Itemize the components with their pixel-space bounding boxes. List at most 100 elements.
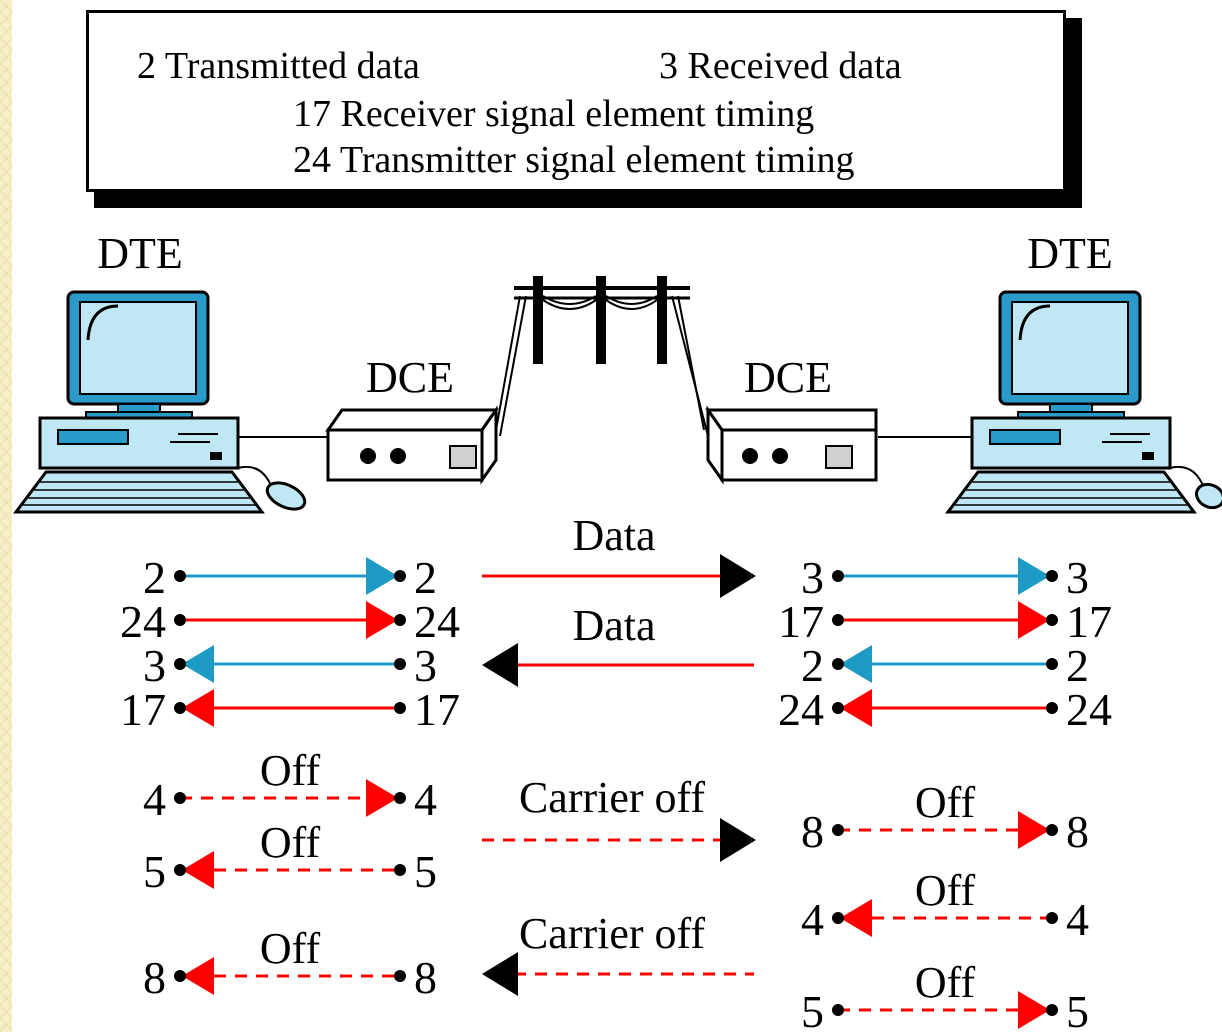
right-row-1-dot-a: [832, 614, 844, 626]
right-row-4-dot-b: [1046, 824, 1058, 836]
legend-pin-17: 17 Receiver signal element timing: [293, 93, 815, 135]
left-row-0-arrowhead: [366, 557, 398, 595]
right-row-3-dot-a: [832, 702, 844, 714]
left-row-1-pin-b: 24: [414, 596, 460, 647]
data-backward-label: Data: [572, 601, 655, 650]
right-row-4-pin-b: 8: [1066, 806, 1089, 857]
right-row-2-dot-b: [1046, 658, 1058, 670]
right-row-0-dot-b: [1046, 570, 1058, 582]
left-row-0-dot-a: [174, 570, 186, 582]
right-row-2-dot-a: [832, 658, 844, 670]
right-row-1-dot-b: [1046, 614, 1058, 626]
carrier-off-forward-label: Carrier off: [519, 773, 705, 822]
left-row-4-pin-a: 4: [143, 774, 166, 825]
left-row-6-dot-a: [174, 970, 186, 982]
left-row-2-pin-a: 3: [143, 640, 166, 691]
right-row-6-off-label: Off: [915, 958, 976, 1007]
left-computer-icon: [13, 290, 307, 514]
data-forward-arrowhead: [720, 554, 756, 598]
right-row-6-pin-b: 5: [1066, 986, 1089, 1032]
left-row-1-arrowhead: [366, 601, 398, 639]
carrier-off-backward-arrowhead: [482, 952, 518, 996]
right-row-4-dot-a: [832, 824, 844, 836]
left-row-4-arrowhead: [366, 779, 398, 817]
right-row-2-arrowhead: [840, 645, 872, 683]
dte-left-label: DTE: [97, 229, 183, 278]
left-row-4-pin-b: 4: [414, 774, 437, 825]
left-row-1-dot-a: [174, 614, 186, 626]
left-modem-icon: [325, 405, 499, 485]
right-row-3-pin-a: 24: [778, 684, 824, 735]
left-row-4-off-label: Off: [260, 746, 321, 795]
right-row-5-off-label: Off: [915, 866, 976, 915]
left-row-3-pin-a: 17: [120, 684, 166, 735]
left-row-4-dot-b: [394, 792, 406, 804]
right-computer-icon: [945, 290, 1222, 514]
left-row-1-pin-a: 24: [120, 596, 166, 647]
left-row-5-dot-a: [174, 864, 186, 876]
carrier-off-forward-arrowhead: [720, 818, 756, 862]
left-row-2-pin-b: 3: [414, 640, 437, 691]
right-row-3-arrowhead: [840, 689, 872, 727]
data-backward-arrowhead: [482, 643, 518, 687]
legend-pin-24: 24 Transmitter signal element timing: [293, 139, 855, 181]
left-row-1-dot-b: [394, 614, 406, 626]
right-row-4-pin-a: 8: [801, 806, 824, 857]
carrier-off-backward-label: Carrier off: [519, 909, 705, 958]
left-row-2-dot-a: [174, 658, 186, 670]
right-row-1-arrowhead: [1018, 601, 1050, 639]
left-row-5-pin-a: 5: [143, 846, 166, 897]
left-row-6-off-label: Off: [260, 924, 321, 973]
left-row-0-pin-b: 2: [414, 552, 437, 603]
left-row-5-pin-b: 5: [414, 846, 437, 897]
legend-pin-2: 2 Transmitted data: [137, 45, 420, 87]
left-row-2-arrowhead: [182, 645, 214, 683]
dte-right-label: DTE: [1027, 229, 1113, 278]
left-row-5-off-label: Off: [260, 818, 321, 867]
right-row-6-dot-b: [1046, 1004, 1058, 1016]
right-row-1-pin-a: 17: [778, 596, 824, 647]
right-row-5-dot-a: [832, 912, 844, 924]
right-row-5-pin-b: 4: [1066, 894, 1089, 945]
right-row-0-pin-a: 3: [801, 552, 824, 603]
right-row-5-arrowhead: [840, 899, 872, 937]
left-row-3-dot-a: [174, 702, 186, 714]
right-row-6-arrowhead: [1018, 991, 1050, 1029]
right-row-0-dot-a: [832, 570, 844, 582]
right-row-5-dot-b: [1046, 912, 1058, 924]
right-row-0-pin-b: 3: [1066, 552, 1089, 603]
right-row-0-arrowhead: [1018, 557, 1050, 595]
legend-pin-3: 3 Received data: [659, 45, 902, 87]
left-row-6-pin-a: 8: [143, 952, 166, 1003]
right-row-6-pin-a: 5: [801, 986, 824, 1032]
left-row-6-arrowhead: [182, 957, 214, 995]
left-row-3-dot-b: [394, 702, 406, 714]
right-row-2-pin-b: 2: [1066, 640, 1089, 691]
left-row-6-dot-b: [394, 970, 406, 982]
left-row-5-arrowhead: [182, 851, 214, 889]
dce-left-label: DCE: [366, 353, 454, 402]
right-modem-icon: [705, 405, 878, 485]
left-row-5-dot-b: [394, 864, 406, 876]
left-row-2-dot-b: [394, 658, 406, 670]
right-row-3-dot-b: [1046, 702, 1058, 714]
left-row-3-pin-b: 17: [414, 684, 460, 735]
right-row-1-pin-b: 17: [1066, 596, 1112, 647]
left-row-0-pin-a: 2: [143, 552, 166, 603]
dce-right-label: DCE: [744, 353, 832, 402]
data-forward-label: Data: [572, 511, 655, 560]
left-row-4-dot-a: [174, 792, 186, 804]
telephone-poles-icon: [495, 276, 709, 437]
right-row-3-pin-b: 24: [1066, 684, 1112, 735]
left-row-3-arrowhead: [182, 689, 214, 727]
right-row-4-arrowhead: [1018, 811, 1050, 849]
left-row-0-dot-b: [394, 570, 406, 582]
right-row-5-pin-a: 4: [801, 894, 824, 945]
right-row-6-dot-a: [832, 1004, 844, 1016]
left-row-6-pin-b: 8: [414, 952, 437, 1003]
pin-legend: 2 Transmitted data 3 Received data 17 Re…: [86, 10, 1066, 192]
right-row-2-pin-a: 2: [801, 640, 824, 691]
